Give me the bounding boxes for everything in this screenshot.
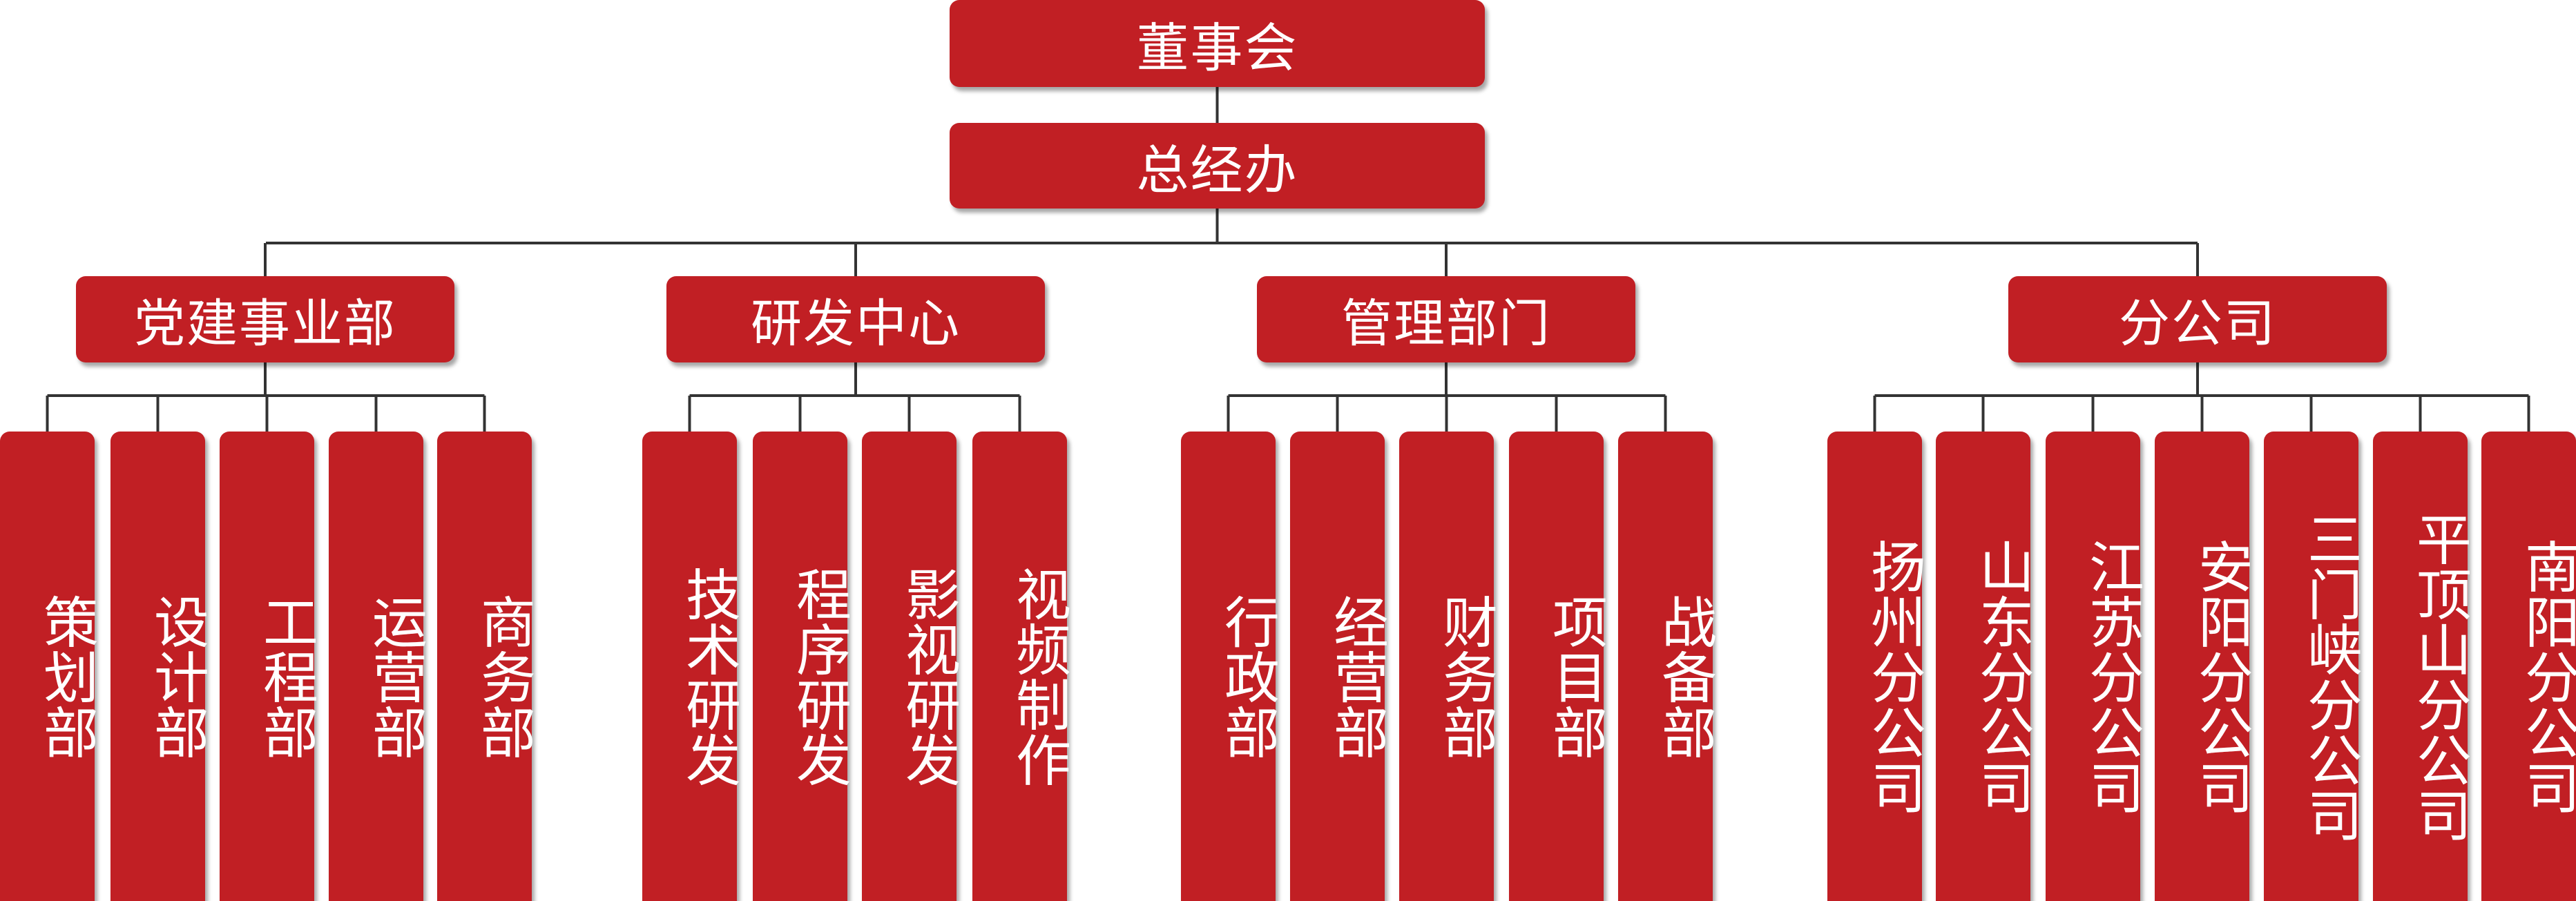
leaf-node: 运营部 — [329, 432, 427, 901]
leaf-node: 策划部 — [0, 432, 99, 901]
leaf-node: 财务部 — [1399, 432, 1498, 901]
leaf-node: 视频制作 — [972, 432, 1071, 901]
department-node: 党建事业部 — [76, 276, 454, 362]
department-node: 研发中心 — [666, 276, 1045, 362]
leaf-node: 项目部 — [1509, 432, 1608, 901]
leaf-node: 平顶山分公司 — [2373, 432, 2472, 901]
leaf-node: 安阳分公司 — [2155, 432, 2253, 901]
leaf-node: 影视研发 — [862, 432, 961, 901]
leaf-node: 程序研发 — [753, 432, 852, 901]
department-node: 分公司 — [2008, 276, 2387, 362]
department-node: 管理部门 — [1257, 276, 1635, 362]
board-node: 董事会 — [950, 0, 1485, 87]
leaf-node: 江苏分公司 — [2046, 432, 2144, 901]
leaf-node: 山东分公司 — [1936, 432, 2035, 901]
leaf-node: 商务部 — [437, 432, 536, 901]
leaf-node: 技术研发 — [642, 432, 741, 901]
leaf-node: 南阳分公司 — [2481, 432, 2576, 901]
office-node: 总经办 — [950, 123, 1485, 209]
leaf-node: 三门峡分公司 — [2264, 432, 2363, 901]
leaf-node: 扬州分公司 — [1827, 432, 1926, 901]
leaf-node: 战备部 — [1618, 432, 1717, 901]
leaf-node: 经营部 — [1290, 432, 1389, 901]
leaf-node: 行政部 — [1181, 432, 1280, 901]
leaf-node: 工程部 — [220, 432, 318, 901]
leaf-node: 设计部 — [110, 432, 209, 901]
